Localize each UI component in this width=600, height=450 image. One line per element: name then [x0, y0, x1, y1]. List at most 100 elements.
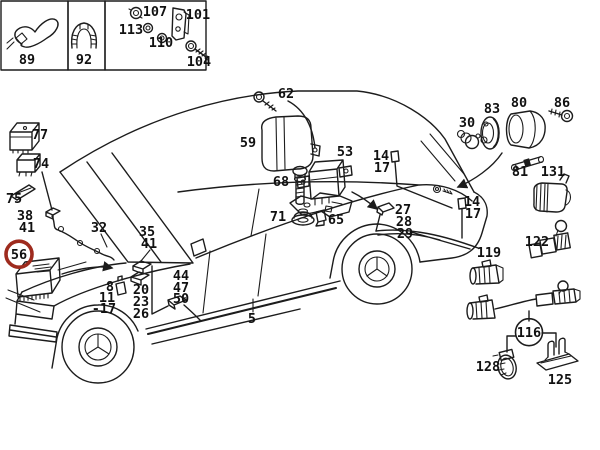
part-label-17c: -17: [92, 301, 116, 317]
part-label-125: 125: [548, 372, 572, 388]
part-75-fuse: [10, 184, 36, 201]
connector-44-47-50: [167, 295, 202, 322]
part-label-23: 23: [133, 294, 149, 310]
roof-plug-14-17-mid: [390, 150, 453, 209]
callout-circle-116: [514, 317, 544, 347]
part-label-41a: 41: [19, 220, 35, 236]
part-label-47: 47: [173, 280, 189, 296]
part-label-68: 68: [273, 174, 289, 190]
part-label-14a: 14: [373, 148, 389, 164]
leader-74: [41, 171, 53, 211]
part-label-32: 32: [91, 220, 107, 236]
roof-line: [59, 90, 475, 193]
rocker-lines: [145, 280, 341, 345]
part-label-110: 110: [149, 35, 173, 51]
part-59-module: [261, 115, 321, 172]
part-89-cable-tie: [6, 18, 59, 50]
bracket-line-20-23-26: [151, 265, 169, 315]
rear-end: [419, 191, 488, 263]
part-116-cable-assembly: [466, 280, 581, 353]
part-label-30: 30: [459, 115, 475, 131]
part-label-74: 74: [33, 156, 49, 172]
leader-35-41: [140, 249, 151, 262]
part-label-104: 104: [187, 54, 211, 70]
part-label-113: 113: [119, 22, 143, 38]
rear-window: [420, 133, 465, 182]
reference-boxes: [0, 0, 210, 71]
part-label-41b: 41: [141, 236, 157, 252]
rear-wheel-arch: [329, 223, 421, 279]
rocker-harness-wire-5: [147, 287, 337, 335]
center-parts: [253, 91, 353, 227]
part-113-washer: [142, 22, 154, 34]
part-30-grommet-cone: [456, 129, 480, 150]
front-wheel-arch: [51, 304, 139, 369]
windshield: [59, 152, 194, 264]
part-104-screw: [185, 40, 210, 61]
arrow-83-to-pillar: [456, 152, 503, 189]
part-110-nut: [156, 32, 168, 44]
part-label-83: 83: [484, 101, 500, 117]
part-101-bracket: [171, 7, 190, 41]
part-92-clamp: [70, 22, 98, 49]
part-label-116: 116: [517, 325, 541, 341]
part-label-59: 59: [240, 135, 256, 151]
front-bumper: [8, 324, 58, 343]
part-label-5: 5: [248, 311, 256, 327]
part-label-35: 35: [139, 224, 155, 240]
cowl-connectors-35-41: [130, 260, 152, 286]
part-label-107: 107: [143, 4, 167, 20]
part-label-26: 26: [133, 306, 149, 322]
part-131-connector: [533, 173, 572, 213]
right-parts: [456, 108, 581, 380]
front-wheel: [61, 310, 135, 384]
part-label-77: 77: [32, 127, 48, 143]
hood-lines: [21, 262, 191, 307]
callout-circle-56: [4, 239, 34, 269]
part-label-56: 56: [11, 247, 27, 263]
part-label-86: 86: [554, 95, 570, 111]
mercedes-star-icon: [366, 256, 388, 277]
side-mirror: [190, 238, 207, 257]
rear-wheel: [341, 233, 413, 305]
part-label-17b: 17: [465, 206, 481, 222]
harness-32-squiggle: [51, 215, 115, 261]
part-81-pin: [510, 155, 545, 172]
part-label-53: 53: [337, 144, 353, 160]
car-body-outline: [8, 90, 488, 369]
c-pillar-grommet-screw: [432, 184, 453, 195]
part-label-92: 92: [76, 52, 92, 68]
headlight: [14, 291, 55, 325]
part-128-hose-clamp: [492, 348, 517, 380]
clip-8: [115, 275, 127, 296]
part-122-sensor: [528, 219, 571, 259]
part-77-relay: [9, 122, 40, 154]
part-label-62: 62: [278, 86, 294, 102]
arrow-to-27: [351, 191, 379, 211]
part-label-131: 131: [541, 164, 565, 180]
part-80-housing: [505, 110, 546, 149]
wiring-harness: [41, 100, 503, 335]
mercedes-star-icon: [86, 333, 110, 355]
part-label-17a: 17: [374, 160, 390, 176]
part-label-65: 65: [328, 212, 344, 228]
part-74-relay: [16, 153, 41, 177]
part-65-bracket: [289, 192, 353, 227]
part-label-28: 28: [396, 214, 412, 230]
part-label-27: 27: [395, 202, 411, 218]
part-86-screw: [548, 108, 574, 123]
part-label-101: 101: [186, 7, 210, 23]
wheels: [61, 233, 413, 384]
part-label-122: 122: [525, 234, 549, 250]
arrow-56-to-connectors: [61, 261, 114, 275]
part-label-80: 80: [511, 95, 527, 111]
part-68-bolt: [292, 165, 308, 205]
part-125-clip-bracket: [536, 337, 579, 371]
leader-32: [100, 233, 108, 248]
part-label-119: 119: [477, 245, 501, 261]
leader-62-to-59: [287, 100, 316, 149]
part-label-50: 50: [173, 291, 189, 307]
part-label-71: 71: [270, 209, 286, 225]
